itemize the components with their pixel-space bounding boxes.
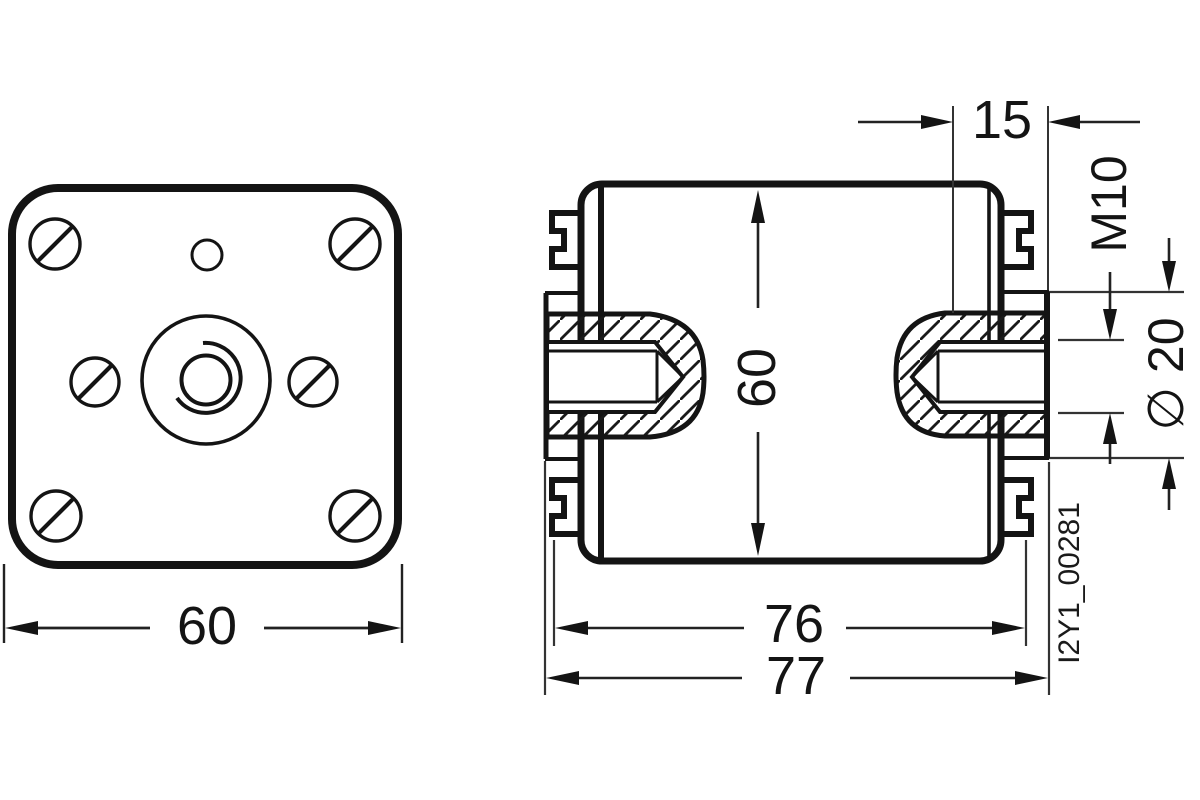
tab-right-top bbox=[1001, 210, 1034, 270]
corner-screw-top-left bbox=[28, 217, 82, 271]
plate-outline bbox=[8, 184, 402, 569]
offset-15-dimension bbox=[858, 106, 1140, 313]
diameter-20-label: ∅ 20 bbox=[1138, 317, 1194, 431]
middle-screw-left bbox=[69, 356, 121, 408]
thread-m10-label: M10 bbox=[1081, 155, 1137, 253]
front-width-dimension bbox=[2, 564, 404, 643]
middle-screw-right bbox=[287, 356, 339, 408]
front-view bbox=[2, 184, 404, 643]
corner-screw-bottom-left bbox=[29, 489, 83, 543]
center-boss bbox=[140, 314, 272, 446]
width-76-dimension bbox=[552, 540, 1028, 646]
diameter-20-dimension bbox=[1162, 238, 1176, 510]
part-number: I2Y1_00281 bbox=[1053, 502, 1086, 664]
left-collar bbox=[545, 291, 581, 461]
right-collar bbox=[1001, 290, 1184, 460]
pilot-hole bbox=[190, 238, 224, 272]
side-height-label: 60 bbox=[727, 347, 787, 409]
tab-left-bottom bbox=[549, 477, 581, 537]
right-thread-boss bbox=[893, 292, 1050, 458]
tab-left-top bbox=[549, 210, 581, 270]
height-dimension bbox=[751, 190, 765, 556]
width-76-label: 76 bbox=[763, 594, 825, 654]
center-hole bbox=[179, 353, 233, 407]
thread-m10-dimension bbox=[1058, 272, 1124, 464]
front-width-label: 60 bbox=[176, 596, 238, 656]
width-77-label: 77 bbox=[765, 646, 827, 706]
side-view bbox=[543, 106, 1184, 695]
tab-right-bottom bbox=[1001, 477, 1034, 537]
corner-screw-top-right bbox=[328, 217, 382, 271]
width-77-dimension bbox=[543, 461, 1051, 695]
offset-15-label: 15 bbox=[971, 90, 1033, 150]
corner-screw-bottom-right bbox=[328, 489, 382, 543]
thread-spiral-arc bbox=[175, 340, 243, 415]
left-thread-boss bbox=[543, 293, 707, 459]
